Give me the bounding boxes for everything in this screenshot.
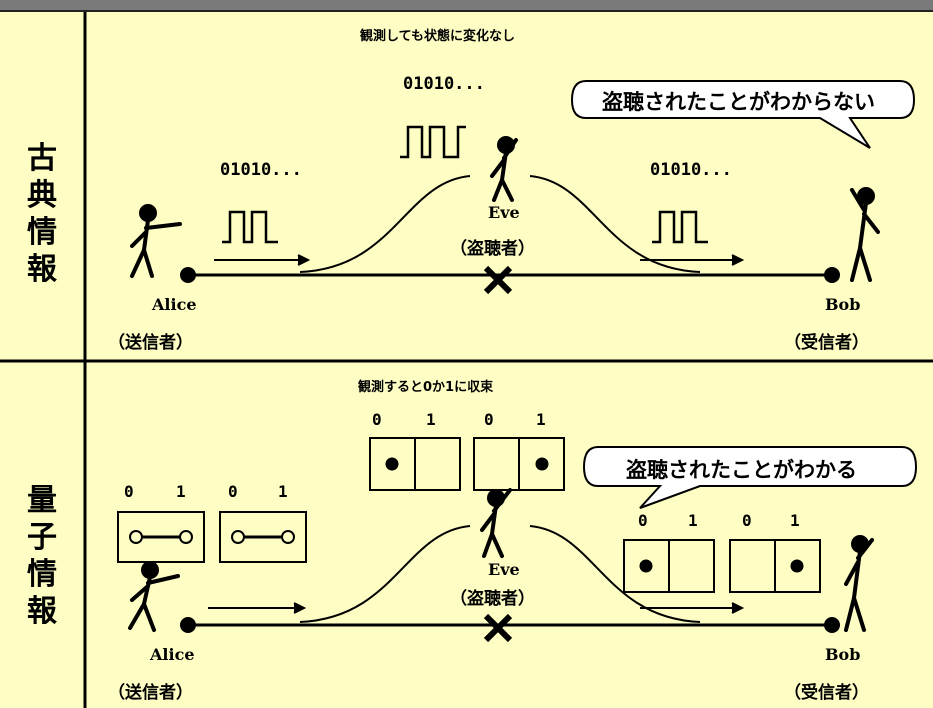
state-dot (790, 559, 804, 573)
superposition-symbol (231, 530, 295, 544)
alice-figure-classical (130, 204, 182, 278)
caption-classical: 観測しても状態に変化なし (360, 29, 515, 44)
qubit-label-left-0b: 0 (228, 482, 238, 501)
pulse-left (222, 210, 278, 244)
state-dot (385, 457, 399, 471)
speech-text-quantum: 盗聴されたことがわかる (626, 458, 857, 482)
pulse-right (652, 210, 708, 244)
speech-bubble-quantum (582, 446, 918, 509)
bob-node-quantum (824, 617, 840, 633)
alice-role-classical: （送信者） (108, 333, 193, 353)
cross-mark-quantum (483, 613, 513, 643)
bob-figure-quantum (844, 535, 874, 632)
top-frame-edge (0, 10, 933, 12)
alice-figure-quantum (128, 561, 180, 632)
bob-figure-classical (850, 187, 880, 282)
row-label-classical: 古典情報 (27, 141, 57, 287)
eve-name-classical: Eve (488, 203, 520, 222)
qubit-label-center-1a: 1 (426, 410, 436, 429)
speech-bubble-classical (570, 80, 916, 149)
qubit-label-left-0a: 0 (124, 482, 134, 501)
eve-figure-quantum (480, 488, 512, 558)
state-dot (535, 457, 549, 471)
qubit-label-center-1b: 1 (536, 410, 546, 429)
speech-text-classical: 盗聴されたことがわからない (602, 90, 875, 114)
caption-quantum: 観測すると0か1に収束 (358, 380, 494, 395)
bitstream-center-classical: 01010... (403, 74, 485, 94)
alice-node-classical (180, 267, 196, 283)
qubit-label-center-0a: 0 (372, 410, 382, 429)
qubit-label-center-0b: 0 (484, 410, 494, 429)
bob-role-quantum: （受信者） (784, 683, 869, 703)
qubit-box-left-2 (219, 511, 307, 563)
arrow-right-quantum (640, 602, 745, 614)
pulse-center (400, 125, 466, 159)
eve-role-classical: （盗聴者） (450, 239, 535, 259)
alice-name-quantum: Alice (150, 645, 195, 664)
row-label-quantum: 量子情報 (27, 483, 57, 629)
bob-name-classical: Bob (825, 295, 861, 314)
top-frame-bar (0, 0, 933, 10)
bob-node-classical (824, 267, 840, 283)
qubit-label-right-0a: 0 (638, 511, 648, 530)
qubit-label-left-1b: 1 (278, 482, 288, 501)
alice-node-quantum (180, 617, 196, 633)
bob-role-classical: （受信者） (784, 333, 869, 353)
eve-figure-classical (490, 136, 518, 202)
qubit-label-right-0b: 0 (742, 511, 752, 530)
alice-role-quantum: （送信者） (108, 683, 193, 703)
eve-name-quantum: Eve (488, 560, 520, 579)
arrow-left-quantum (208, 602, 307, 614)
bitstream-left-classical: 01010... (220, 160, 302, 180)
qubit-label-left-1a: 1 (176, 482, 186, 501)
bitstream-right-classical: 01010... (650, 160, 732, 180)
eve-role-quantum: （盗聴者） (450, 589, 535, 609)
eavesdrop-bump-classical (299, 175, 701, 273)
arrow-right-classical (640, 254, 745, 266)
cross-mark-classical (483, 265, 513, 295)
bob-name-quantum: Bob (825, 645, 861, 664)
qubit-label-right-1a: 1 (688, 511, 698, 530)
alice-name-classical: Alice (152, 295, 197, 314)
qubit-label-right-1b: 1 (790, 511, 800, 530)
arrow-left-classical (214, 254, 311, 266)
superposition-symbol (129, 530, 193, 544)
eavesdrop-bump-quantum (299, 525, 701, 623)
state-dot (639, 559, 653, 573)
qubit-box-left-1 (117, 511, 205, 563)
